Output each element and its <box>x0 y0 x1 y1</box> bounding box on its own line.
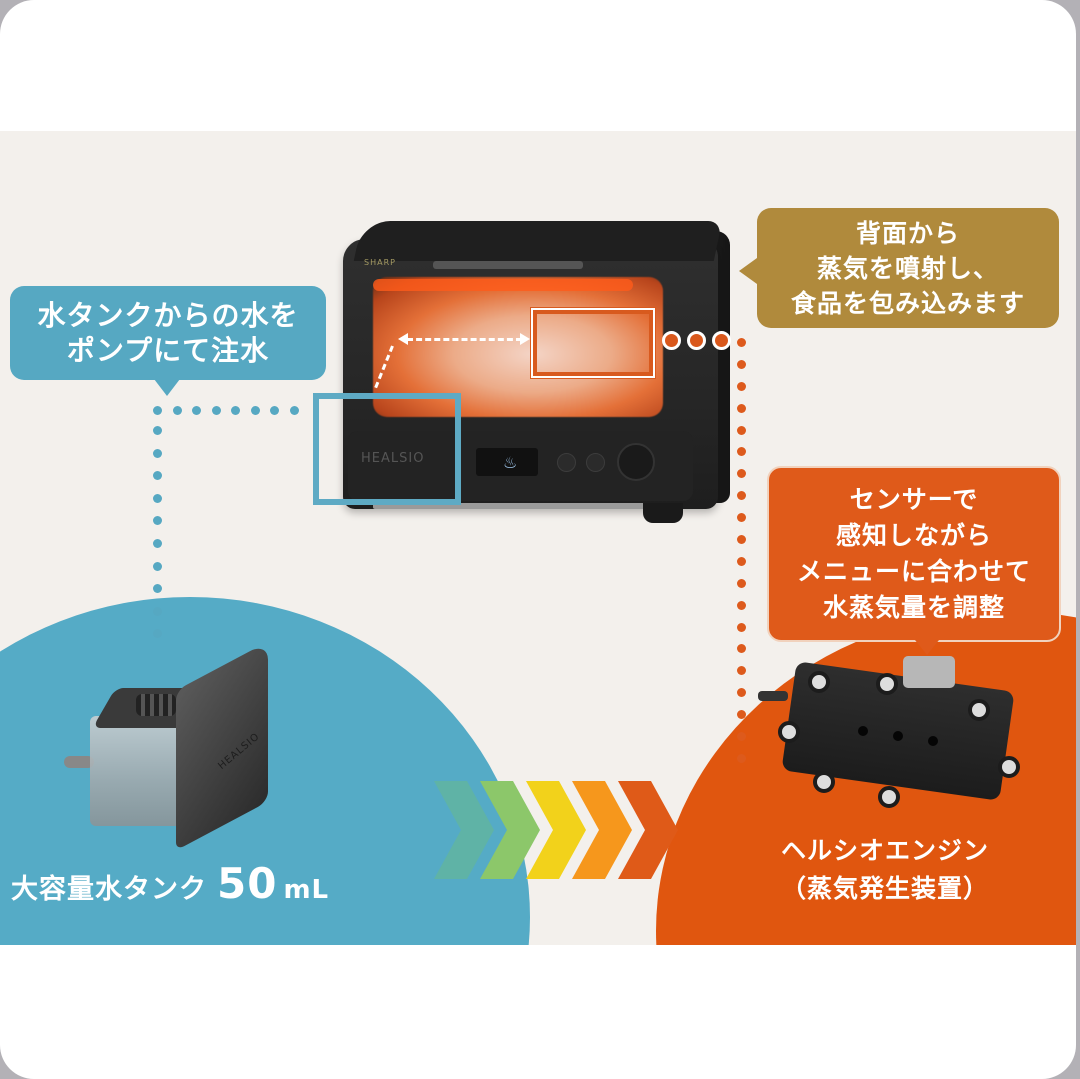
callout-sensor-adjust: センサーで 感知しながら メニューに合わせて 水蒸気量を調整 <box>767 466 1061 655</box>
arrow-head-left-icon <box>398 333 408 345</box>
chevron-arrow-icon <box>434 781 494 879</box>
engine-heater-block <box>903 656 955 688</box>
engine-name: ヘルシオエンジン <box>780 836 989 865</box>
engine-inlet-stub <box>758 691 788 701</box>
screw-icon <box>808 671 830 693</box>
blue-dotted-connector-horizontal <box>153 406 299 415</box>
steam-port <box>858 726 868 736</box>
oven-dial-knob <box>617 443 655 481</box>
display-icon: ♨ <box>503 453 518 472</box>
oven-top <box>353 221 723 261</box>
callout-water-pump: 水タンクからの水を ポンプにて注水 <box>10 286 326 396</box>
screw-icon <box>876 673 898 695</box>
tank-capacity-value: 50 <box>217 859 278 908</box>
tank-clear-body <box>90 716 190 826</box>
oven-front-label: HEALSIO <box>361 451 425 466</box>
tank-vent <box>136 694 176 716</box>
steam-engine-image <box>758 651 1028 811</box>
oven-foot <box>643 503 683 523</box>
screw-icon <box>998 756 1020 778</box>
heater-glow <box>373 279 633 291</box>
oven-button-2 <box>586 453 605 472</box>
water-inlet-highlight-box <box>313 393 461 505</box>
water-tank-image: HEALSIO <box>64 641 274 851</box>
tank-nozzle <box>64 756 94 768</box>
tank-label-text: 大容量水タンク <box>11 874 207 905</box>
orange-dotted-connector <box>737 338 746 763</box>
engine-subtitle: （蒸気発生装置） <box>780 874 989 903</box>
callout-rear-steam: 背面から 蒸気を噴射し、 食品を包み込みます <box>739 208 1059 328</box>
tank-capacity-unit: mL <box>283 875 330 905</box>
screw-icon <box>878 786 900 808</box>
oven-brand-label: SHARP <box>364 258 396 267</box>
steam-port <box>893 731 903 741</box>
screw-icon <box>968 699 990 721</box>
oven-base-strip <box>373 503 673 509</box>
oven-button-1 <box>557 453 576 472</box>
engine-label: ヘルシオエンジン （蒸気発生装置） <box>740 832 1030 908</box>
screw-icon <box>813 771 835 793</box>
steam-flow-arrow <box>407 338 522 341</box>
screw-icon <box>778 721 800 743</box>
blue-dotted-connector-vertical <box>153 426 162 639</box>
oven-display <box>476 448 538 476</box>
steam-outlet-highlight-box <box>530 307 656 379</box>
frame-edge <box>1076 0 1080 1079</box>
arrow-head-right-icon <box>520 333 530 345</box>
flow-chevrons <box>434 781 678 879</box>
steam-system-infographic: SHARP HEALSIO ♨ 水タンクからの水を ポンプにて注水 <box>0 131 1076 945</box>
steam-port <box>928 736 938 746</box>
oven-door-handle <box>433 261 583 269</box>
outlet-ring-dots <box>662 331 731 350</box>
